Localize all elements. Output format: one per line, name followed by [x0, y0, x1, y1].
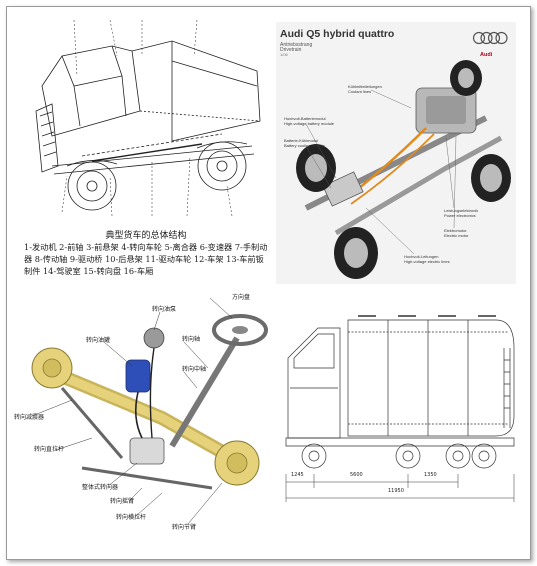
label-drag-link: 转向直拉杆 [34, 446, 65, 453]
audi-subtitle-en: Drivetrain [280, 47, 302, 53]
label-steering-wheel: 方向盘 [232, 294, 251, 301]
steering-illustration [31, 297, 268, 525]
truck-structure-panel: 典型货车的总体结构 1-发动机 2-前轴 3-前悬架 4-转向车轮 5-离合器 … [22, 16, 270, 284]
tanker-wheel-rear-2 [471, 443, 497, 469]
label-cross-tie-rod: 转向横拉杆 [116, 514, 147, 521]
label-steering-shaft: 转向轴 [182, 336, 201, 343]
audi-wheel-front-left [450, 60, 482, 96]
audi-drivetrain-panel: Audi Q5 hybrid quattro Antriebsstrang Dr… [276, 22, 516, 284]
tanker-truck-panel: 1245 5600 1350 11950 [278, 288, 522, 550]
audi-chassis-illustration [296, 60, 511, 279]
audi-wheel-front-right [471, 154, 511, 202]
audi-code: 1/06 [280, 52, 288, 57]
dim-front-overhang: 1245 [291, 472, 304, 478]
audi-rings-logo [472, 31, 508, 45]
tanker-wheel-rear-1 [445, 443, 471, 469]
audi-subtitle: Antriebsstrang [280, 42, 313, 48]
label-steering-damper: 转向减震器 [14, 414, 45, 421]
tanker-wheel-front [301, 443, 327, 469]
label-steering-intermediate-shaft: 转向中轴 [182, 366, 207, 373]
audi-wheel-rear-right [334, 227, 378, 279]
dim-overall-length: 11950 [388, 488, 404, 494]
label-steering-reservoir: 转向油罐 [86, 337, 111, 344]
label-knuckle-arm: 转向节臂 [172, 524, 197, 531]
label-pitman-arm: 转向摇臂 [110, 498, 135, 505]
label-integral-steering-gear: 整体式转向器 [82, 484, 119, 491]
truck-line-drawing [35, 19, 261, 217]
dim-wheelbase: 5600 [350, 472, 363, 478]
tanker-wheel-mid [395, 443, 421, 469]
truck-diagram-legend: 1-发动机 2-前轴 3-前悬架 4-转向车轮 5-离合器 6-变速器 7-手制… [24, 242, 268, 276]
steering-system-panel: 转向油泵 方向盘 转向油罐 转向轴 转向中轴 转向减震器 转向直拉杆 整体式转向… [12, 288, 274, 550]
audi-title: Audi Q5 hybrid quattro [280, 28, 395, 40]
tanker-drawing [285, 315, 515, 502]
label-steering-pump: 转向油泵 [152, 306, 177, 313]
truck-diagram-title: 典型货车的总体结构 [105, 231, 187, 241]
audi-wheel-rear-left [296, 144, 336, 192]
audi-brand-label: Audi [480, 52, 493, 58]
dim-rear-axle-spacing: 1350 [424, 472, 437, 478]
